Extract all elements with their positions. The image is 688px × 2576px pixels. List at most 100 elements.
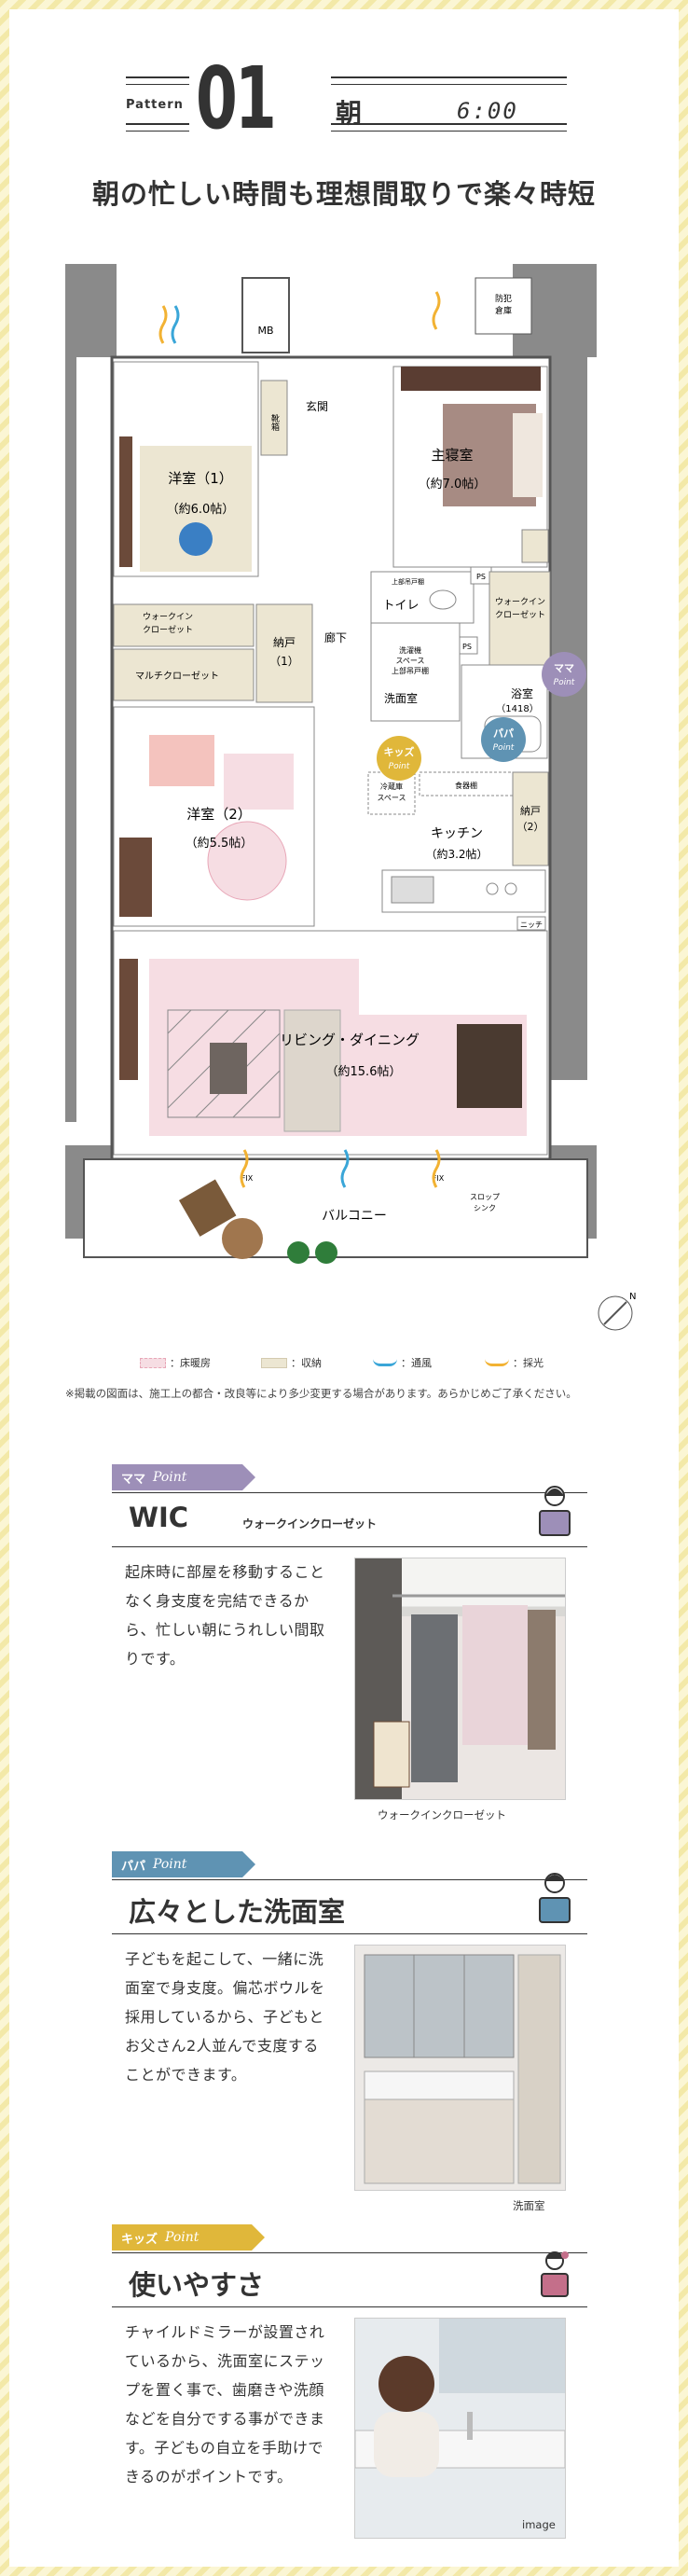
security-label: 倉庫 [495,305,512,316]
daylight-icon [158,305,168,344]
toilet-label: トイレ [382,599,419,613]
tag-point: Point [165,2230,200,2245]
master-storage [521,529,549,563]
balcony-area [83,1158,588,1258]
fridge-label: 冷蔵庫 [380,782,403,791]
mb-space [241,277,290,353]
wash-room-label: 洗面室 [384,691,418,705]
slop-sink-label: スロップ [470,1193,500,1201]
balcony-label: バルコニー [322,1209,387,1224]
child-mirror-photo [354,2318,566,2539]
kids-point-section: キッズ Point 使いやすさ チャイルドミラーが設置されているから、洗面室にス… [112,2224,587,2560]
wash-room [370,622,461,722]
header-rule [126,76,189,78]
bedroom-2-floorheat [224,754,294,810]
svg-text:ママ: ママ [554,662,574,674]
walkin-1-label: クローゼット [143,624,193,635]
headline: 朝の忙しい時間も理想間取りで楽々時短 [91,178,596,210]
master-name: 主寝室 [431,447,473,464]
dining-table [457,1024,522,1108]
daylight-icon [432,1149,441,1188]
disclaimer-note: ※掲載の図面は、施工上の都合・改良等により多少変更する場合があります。あらかじめ… [65,1387,577,1400]
upper-shelf-label: 上部吊戸棚 [392,577,424,586]
legend-label: ：採光 [513,1357,544,1369]
header-rule [126,131,189,132]
daylight-icon [240,1149,249,1188]
genkan-label: 玄関 [306,399,328,413]
section-title: 広々とした洗面室 [129,1896,346,1928]
tag-label: キッズ [121,2232,158,2247]
tag-tail [252,2224,265,2251]
daylight-icon [432,291,441,330]
header-rule [331,123,567,125]
shoe-cabinet [260,380,288,456]
daylight-icon [485,1359,509,1366]
walkin-2-label: クローゼット [495,609,545,620]
ventilation-icon [373,1359,397,1366]
balcony-plant [287,1241,310,1264]
fridge-label: スペース [377,794,406,802]
cupboard-label: 食器棚 [455,781,477,790]
walkin-1-label: ウォークイン [143,612,193,622]
legend-floor-heating: ：床暖房 [140,1355,211,1370]
pattern-number: 01 [196,48,277,148]
section-subtitle: ウォークインクローゼット [242,1517,378,1530]
bedroom-1-shelf [119,436,132,567]
nando-1 [255,603,313,703]
storage-swatch [261,1357,287,1368]
section-body: 子どもを起こして、一緒に洗面室で身支度。偏芯ボウルを採用しているから、子どもとお… [125,1950,325,2084]
tv-board [119,959,138,1080]
balcony-plant [315,1241,337,1264]
pattern-header: Pattern 01 朝 6:00 朝の忙しい時間も理想間取りで楽々時短 [9,9,679,224]
tag-tail [242,1851,255,1877]
washer-label: 上部吊戸棚 [392,666,429,675]
section-body: 起床時に部屋を移動することなく身支度を完結できるから、忙しい朝にうれしい間取りで… [125,1563,325,1668]
papa-point-section: パパ Point 広々とした洗面室 子どもを起こして、一緒に洗面室で身支度。偏芯… [112,1851,587,2224]
mama-point-section: ママ Point WIC ウォークインクローゼット 起床時に部屋を移動することな… [112,1464,587,1837]
master-size: （約7.0帖） [419,478,487,492]
photo-caption: ウォークインクローゼット [378,1808,506,1821]
header-rule [331,76,567,78]
shoe-cabinet-label: 靴箱 [269,413,280,432]
master-shelf [401,367,541,391]
section-title: WIC [129,1502,189,1533]
living-size: （約15.6帖） [326,1065,402,1079]
child-washing-illustration [355,2319,565,2477]
legend-daylight: ：採光 [485,1355,544,1370]
bedroom-2-desk [119,838,152,917]
washer-label: スペース [395,657,424,665]
walkin-closet-1 [113,603,255,647]
living-table [210,1043,247,1094]
bedroom-2-rug [207,821,287,901]
bedroom-1-name: 洋室（1） [168,470,233,487]
clock-time: 6:00 [457,98,518,124]
nando-1-label: 納戸 [273,636,296,649]
svg-text:Point: Point [554,678,575,687]
washer-label: 洗濯機 [399,645,421,655]
mama-point-badge: ママ Point [542,652,586,697]
papa-point-tag: パパ Point [112,1851,242,1877]
ps-2-label: PS [462,643,472,651]
balcony-table [222,1218,263,1259]
north-arrow-icon: N [598,1292,636,1331]
section-rule [112,2252,587,2253]
plan-legend: ：床暖房 ：収納 ：通風 ：採光 [140,1355,606,1376]
nando-2-label: 納戸 [520,805,541,817]
corridor-label: 廊下 [324,630,347,644]
niche-label: ニッチ [520,921,543,929]
svg-text:N: N [629,1292,636,1302]
kitchen-name: キッチン [431,826,483,841]
svg-text:パパ: パパ [493,727,514,740]
kids-person-icon [541,2251,569,2297]
toilet-room [370,571,475,624]
section-rule [112,1879,587,1880]
nando-1-label: （1） [269,655,299,668]
ventilation-icon [171,305,180,344]
bath-label: 浴室 [511,686,533,700]
section-rule [112,2306,587,2307]
kids-point-badge: キッズ Point [377,736,421,781]
rug-stripe [232,1070,281,1118]
multi-closet-label: マルチクローゼット [135,671,219,682]
section-rule [112,1492,587,1493]
bedroom-2-size: （約5.5帖） [186,837,254,851]
